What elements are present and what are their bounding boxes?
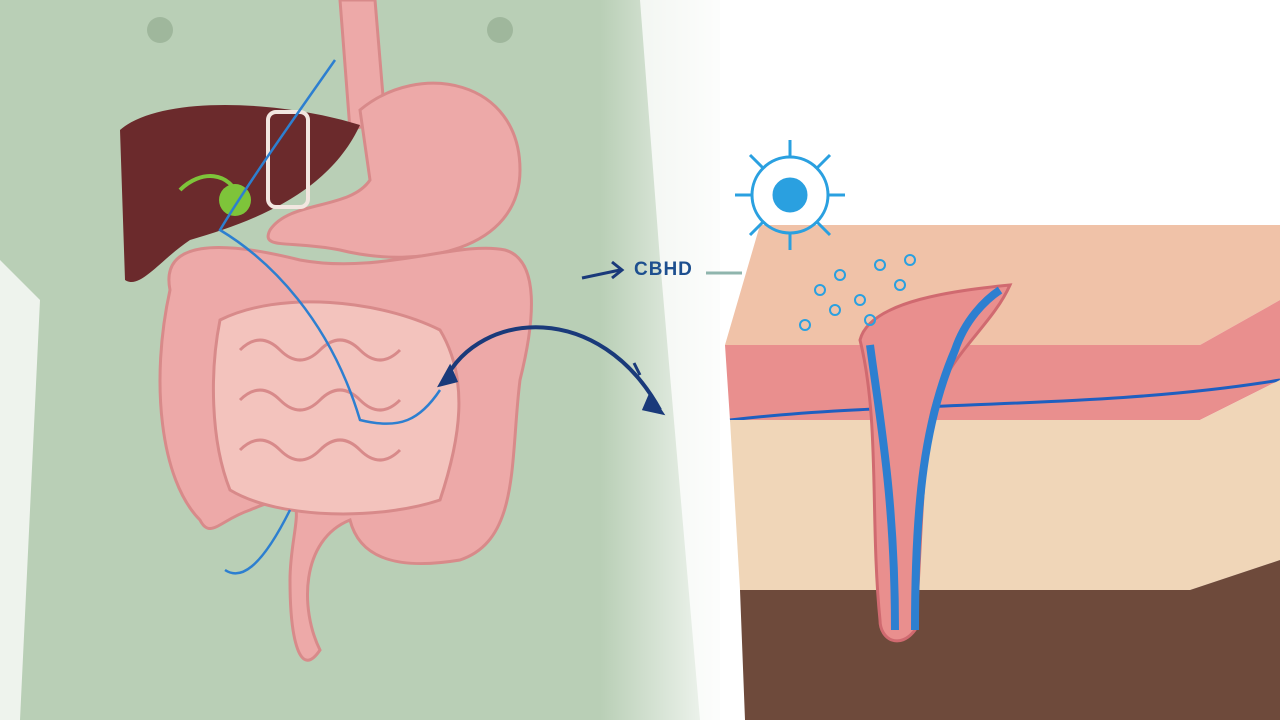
nipple-right — [487, 17, 513, 43]
annotation-label: CBHD — [634, 259, 693, 280]
stomach — [266, 81, 522, 259]
vessel-follicle — [866, 286, 1003, 631]
small-intestine — [211, 300, 461, 516]
subcutis — [740, 560, 1280, 720]
virus-icon — [735, 140, 845, 250]
curved-arrow — [443, 325, 662, 411]
label-arrow — [581, 268, 621, 280]
particles — [799, 254, 916, 331]
dermis — [730, 380, 1280, 590]
nipple-left — [147, 17, 173, 43]
vessel-line — [218, 59, 442, 425]
epidermis — [725, 300, 1280, 420]
